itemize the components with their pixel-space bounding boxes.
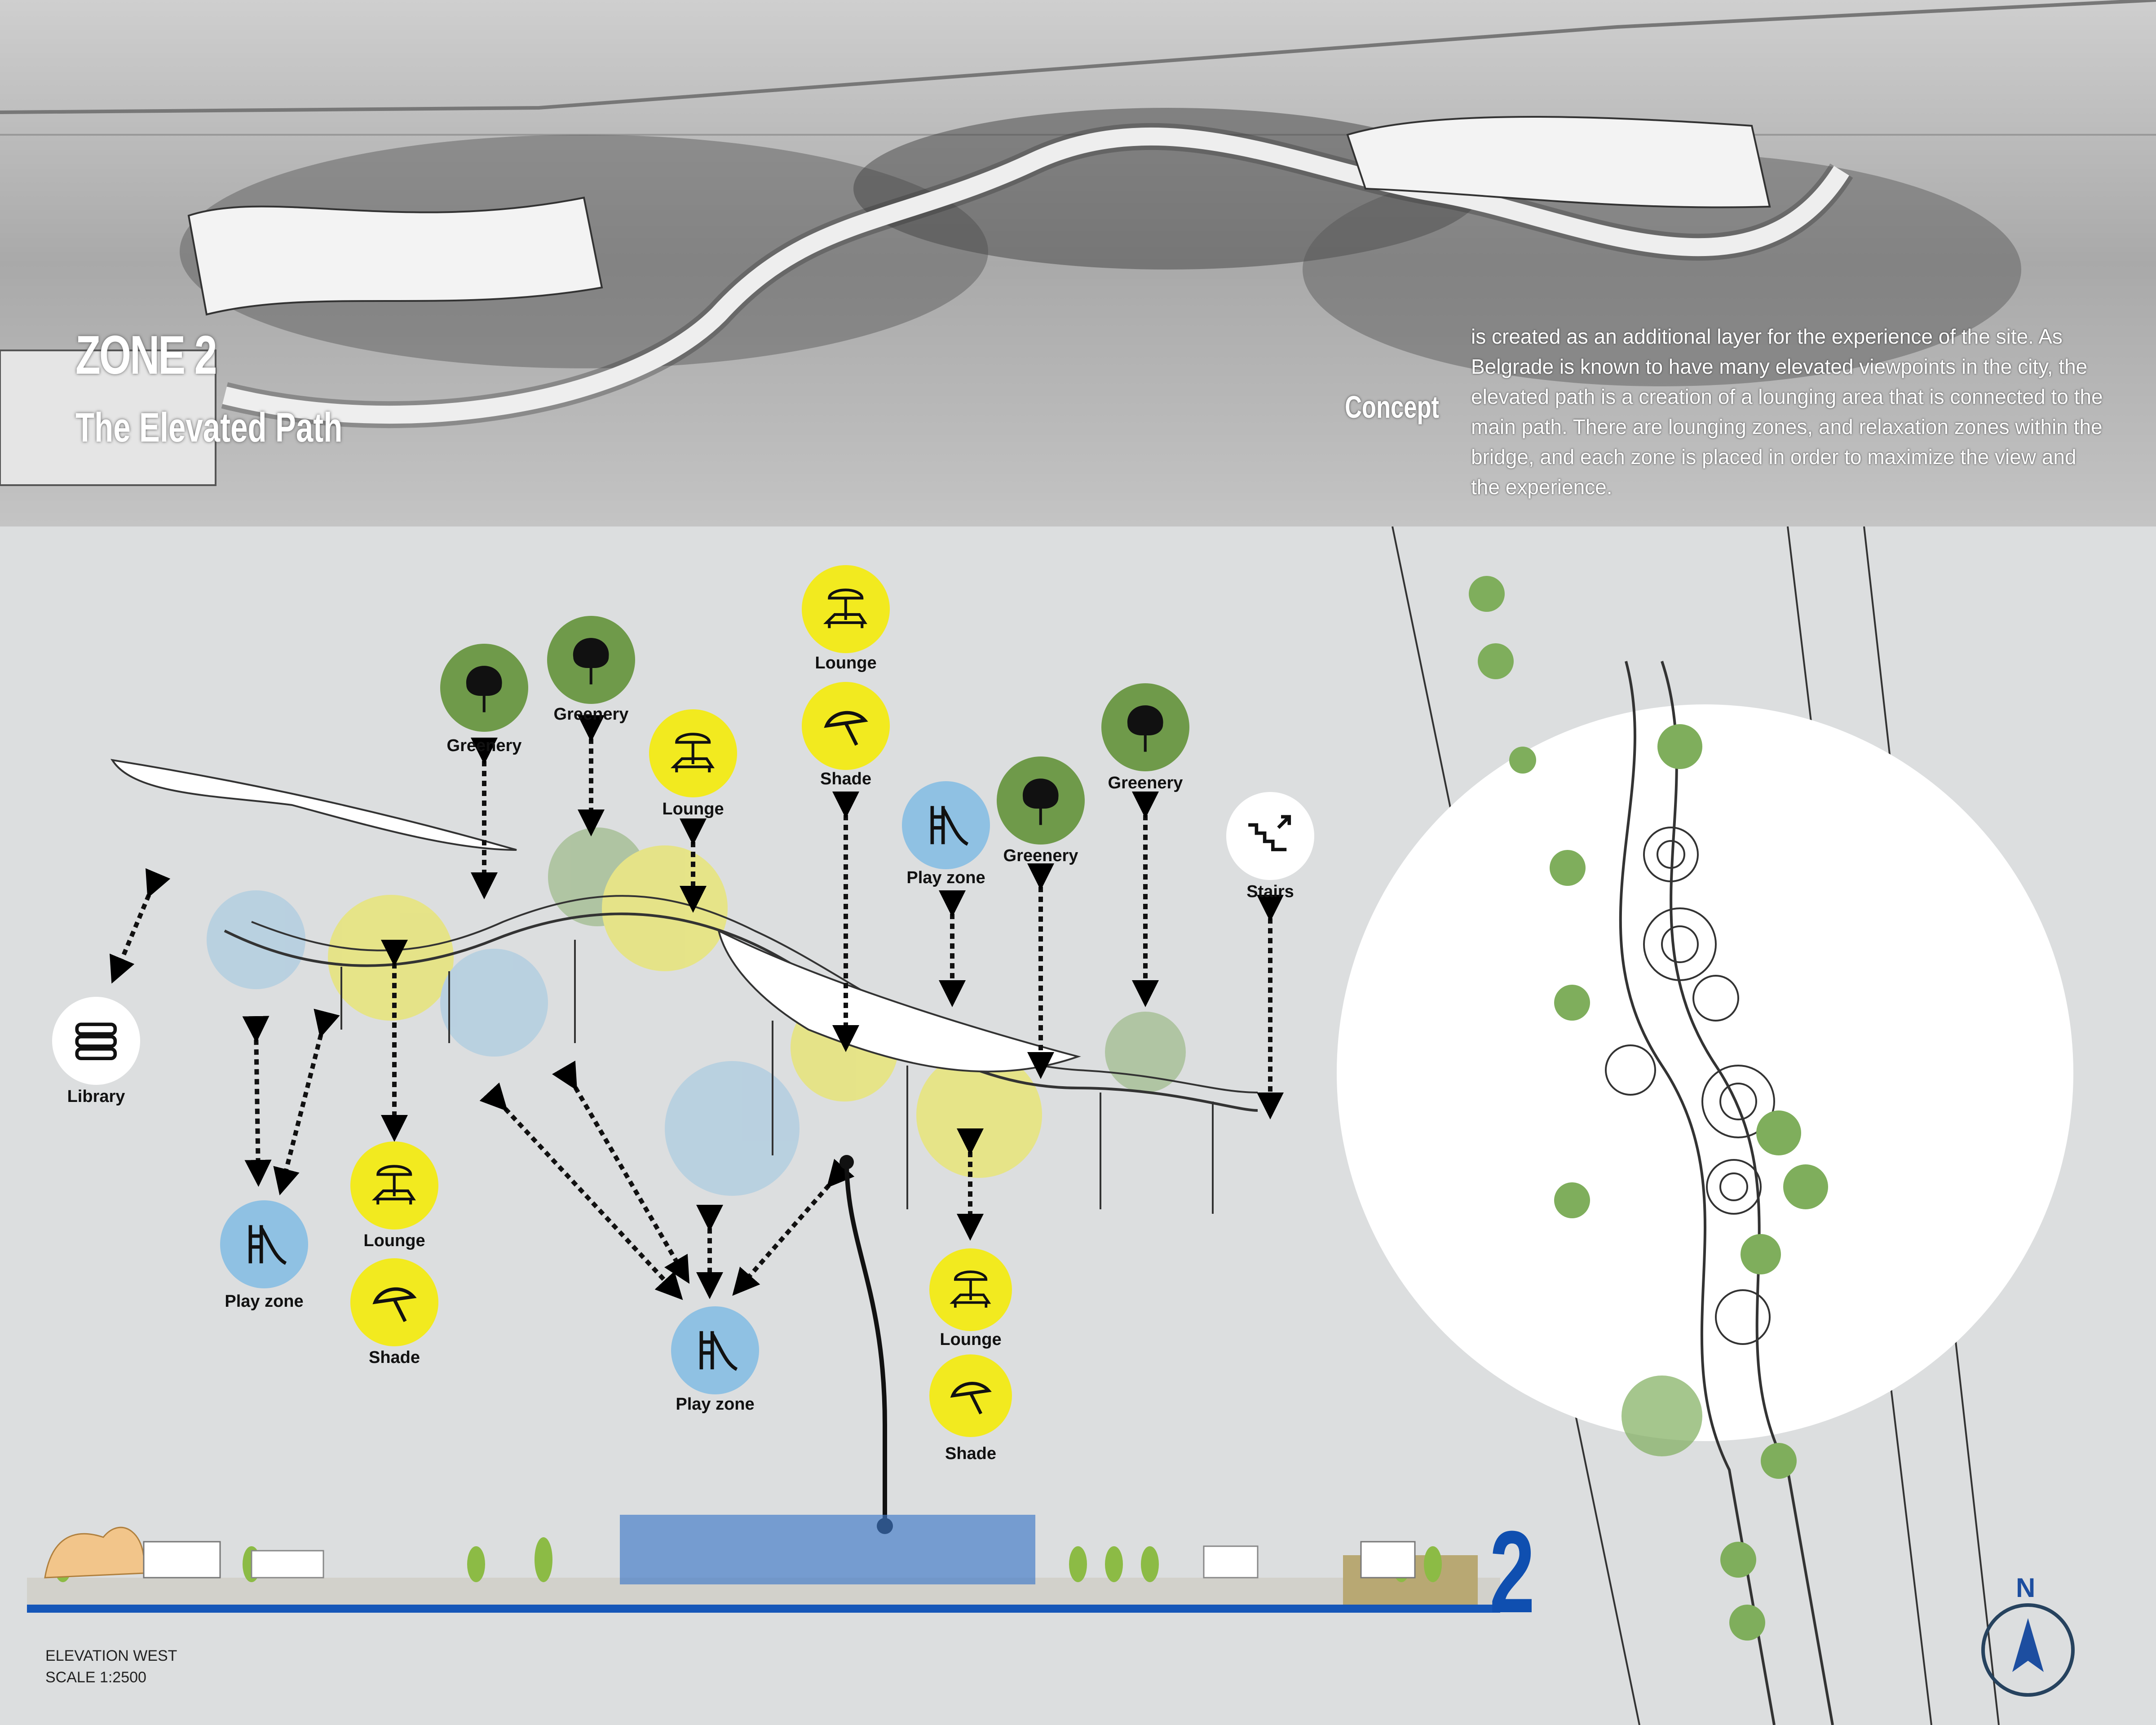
sunbed-icon [802,565,890,653]
zone-bubble-play-zone [220,1200,308,1288]
zone-label: Greenery [446,736,522,755]
zone-label: Greenery [1108,774,1183,792]
tree-icon [547,616,635,704]
aerial-render [0,0,2156,486]
zone-bubble-shade [802,682,890,770]
zone-label: Shade [945,1444,997,1463]
tree-icon [997,756,1085,845]
slide-icon [220,1200,308,1288]
zone-bubble-lounge [649,709,737,797]
zone-bubble-library [52,997,140,1085]
zone-bubble-play-zone [902,781,990,869]
sunbed-icon [649,709,737,797]
compass-arrow-icon [2012,1618,2044,1672]
elevation-caption: ELEVATION WEST SCALE 1:2500 [45,1645,177,1688]
zone-label: Greenery [1003,846,1078,865]
zone-label: Lounge [662,800,724,818]
zone-bubble-greenery [1101,683,1189,771]
zone-bubble-greenery [547,616,635,704]
zone-label: Play zone [225,1292,304,1311]
zone-title: ZONE 2 [75,324,217,385]
tree-icon [440,644,528,732]
compass-north-label: N [2016,1573,2036,1603]
zone-halos [207,827,1186,1196]
umbrella-icon [350,1258,438,1346]
zone-bubble-lounge [350,1141,438,1230]
site-plan-trees [1469,576,1828,1641]
zone-bubble-shade [350,1258,438,1346]
umbrella-icon [929,1354,1012,1437]
slide-icon [902,781,990,869]
zone-subtitle: The Elevated Path [75,405,343,451]
zone-label: Shade [820,770,872,788]
elevation-title: ELEVATION WEST [45,1647,177,1664]
zone-label: Lounge [815,654,877,672]
compass-ring [1981,1603,2075,1697]
sunbed-icon [929,1248,1012,1331]
zone-bubble-greenery [997,756,1085,845]
zone-label: Stairs [1246,882,1294,901]
books-icon [52,997,140,1085]
zone-label: Greenery [553,705,629,724]
sunbed-icon [350,1141,438,1230]
site-plan-focus-circle [1337,704,2073,1441]
umbrella-icon [802,682,890,770]
slide-icon [671,1306,759,1394]
diagram-drawing [27,526,2075,1725]
zone-bubble-lounge [802,565,890,653]
elevation-strip [27,1515,1500,1613]
zone-bubble-shade [929,1354,1012,1437]
zone-label: Shade [368,1348,420,1367]
concept-banner: ZONE 2 The Elevated Path Concept is crea… [0,0,2156,526]
stairs-icon [1226,792,1314,880]
zone-number: 2 [1489,1507,1535,1637]
zone-bubble-lounge [929,1248,1012,1331]
elevation-scale: SCALE 1:2500 [45,1669,146,1686]
zone-label: Play zone [676,1395,755,1414]
zone-label: Lounge [363,1231,425,1250]
zone-label: Play zone [906,868,985,887]
zone-bubble-greenery [440,644,528,732]
zone-bubble-stairs [1226,792,1314,880]
zone-label: Lounge [940,1330,1002,1349]
concept-description: is created as an additional layer for th… [1471,325,2103,499]
tree-icon [1101,683,1189,771]
zone-bubble-play-zone [671,1306,759,1394]
zone-label: Library [67,1087,125,1106]
concept-label: Concept [1345,389,1439,425]
